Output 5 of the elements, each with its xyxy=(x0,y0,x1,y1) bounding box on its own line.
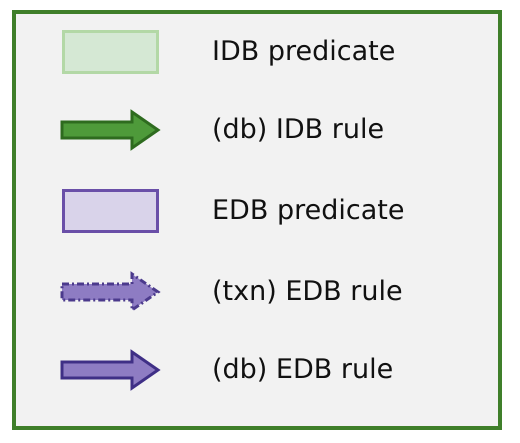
legend-label: IDB predicate xyxy=(212,35,396,69)
legend-label: (db) IDB rule xyxy=(212,113,384,147)
legend-label: (txn) EDB rule xyxy=(212,275,403,309)
legend-label: (db) EDB rule xyxy=(212,353,394,387)
legend-label: EDB predicate xyxy=(212,194,404,228)
